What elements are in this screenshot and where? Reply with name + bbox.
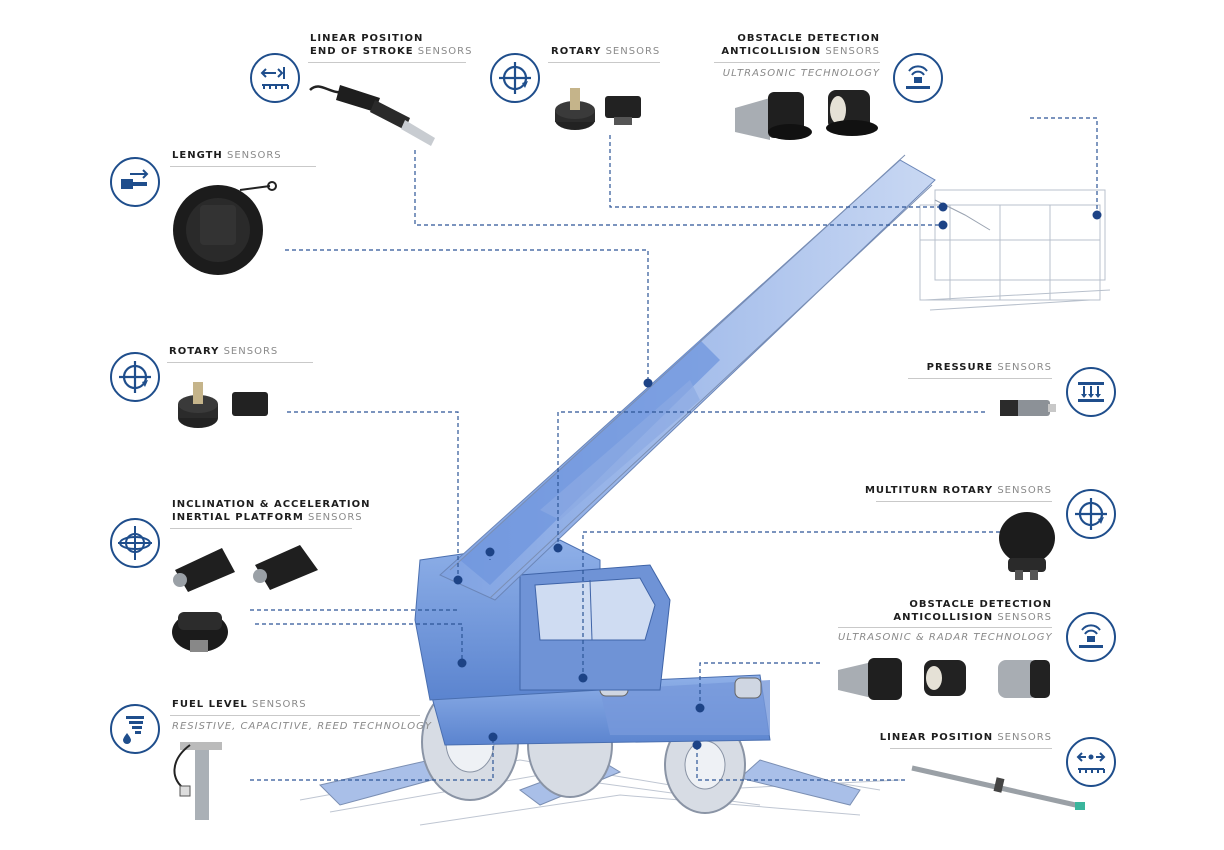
pressure-light: SENSORS (997, 362, 1052, 373)
inclination-icon (110, 518, 160, 568)
divider (890, 748, 1052, 749)
rotary-top-light: SENSORS (605, 46, 661, 57)
pressure-icon (1066, 367, 1116, 417)
divider (170, 528, 352, 529)
linear-position-icon (250, 53, 300, 103)
linear-right-label: LINEAR POSITION SENSORS (860, 731, 1052, 744)
obstacle-top-line1: OBSTACLE DETECTION (737, 33, 880, 44)
obstacle-right-sensor-image (838, 658, 1050, 700)
linear-end-sensor-image (309, 85, 435, 146)
fuel-level-icon (110, 704, 160, 754)
fuel-level-sensor-image (173, 742, 222, 820)
length-bold: LENGTH (172, 150, 223, 161)
leader-lines (250, 117, 1098, 781)
length-sensor-image (173, 181, 277, 275)
rotary-left-sensor-image (178, 382, 268, 428)
inclination-sensor-image (172, 545, 318, 652)
pressure-bold: PRESSURE (926, 362, 994, 373)
fuel-label: FUEL LEVEL SENSORS (172, 698, 307, 711)
linear-right-sensor-image (911, 765, 1085, 810)
divider (170, 715, 420, 716)
obstacle-top-sensor-image (735, 90, 878, 140)
inclination-line2-light: SENSORS (307, 512, 363, 523)
obstacle-right-line2-bold: ANTICOLLISION (893, 612, 994, 623)
linear-end-label: LINEAR POSITION END OF STROKE SENSORS (310, 32, 472, 58)
linear-right-bold: LINEAR POSITION (879, 732, 994, 743)
multiturn-sensor-image (999, 512, 1055, 580)
rotary-left-label: ROTARY SENSORS (169, 345, 278, 358)
pressure-sensor-image (1000, 400, 1056, 416)
ultrasonic-icon (893, 53, 943, 103)
multiturn-bold: MULTITURN ROTARY (864, 485, 994, 496)
rotary-icon (1066, 489, 1116, 539)
fuel-bold: FUEL LEVEL (172, 699, 248, 710)
divider (714, 62, 880, 63)
rotary-icon (490, 53, 540, 103)
rotary-top-bold: ROTARY (551, 46, 602, 57)
fuel-light: SENSORS (251, 699, 307, 710)
linear-end-line1: LINEAR POSITION (310, 33, 424, 44)
inclination-label: INCLINATION & ACCELERATION INERTIAL PLAT… (172, 498, 370, 524)
obstacle-top-label: OBSTACLE DETECTION ANTICOLLISION SENSORS (714, 32, 880, 58)
rotary-top-label: ROTARY SENSORS (551, 45, 660, 58)
obstacle-top-sub: ULTRASONIC TECHNOLOGY (722, 68, 880, 79)
telescopic-boom (439, 154, 936, 601)
divider (308, 62, 466, 63)
divider (908, 378, 1052, 379)
linear-position-icon (1066, 737, 1116, 787)
divider (876, 501, 1052, 502)
divider (548, 62, 660, 63)
obstacle-right-line1: OBSTACLE DETECTION (909, 599, 1052, 610)
obstacle-top-line2-bold: ANTICOLLISION (721, 46, 822, 57)
pressure-label: PRESSURE SENSORS (880, 361, 1052, 374)
length-icon (110, 157, 160, 207)
rotary-left-light: SENSORS (223, 346, 279, 357)
linear-right-light: SENSORS (997, 732, 1052, 743)
obstacle-right-label: OBSTACLE DETECTION ANTICOLLISION SENSORS (880, 598, 1052, 624)
multiturn-label: MULTITURN ROTARY SENSORS (860, 484, 1052, 497)
linear-end-line2-bold: END OF STROKE (310, 46, 414, 57)
fuel-sub: RESISTIVE, CAPACITIVE, REED TECHNOLOGY (172, 721, 432, 732)
multiturn-light: SENSORS (997, 485, 1052, 496)
rotary-icon (110, 352, 160, 402)
rotary-top-sensor-image (555, 88, 641, 130)
length-label: LENGTH SENSORS (172, 149, 282, 162)
inclination-line1: INCLINATION & ACCELERATION (172, 499, 371, 510)
linear-end-line2-light: SENSORS (417, 46, 473, 57)
ultrasonic-icon (1066, 612, 1116, 662)
connection-points (453, 202, 1102, 750)
divider (838, 627, 1052, 628)
length-light: SENSORS (226, 150, 282, 161)
inclination-line2-bold: INERTIAL PLATFORM (172, 512, 304, 523)
divider (167, 362, 313, 363)
obstacle-right-line2-light: SENSORS (997, 612, 1052, 623)
rotary-left-bold: ROTARY (169, 346, 220, 357)
obstacle-right-sub: ULTRASONIC & RADAR TECHNOLOGY (838, 632, 1053, 643)
divider (170, 166, 316, 167)
obstacle-top-line2-light: SENSORS (825, 46, 880, 57)
